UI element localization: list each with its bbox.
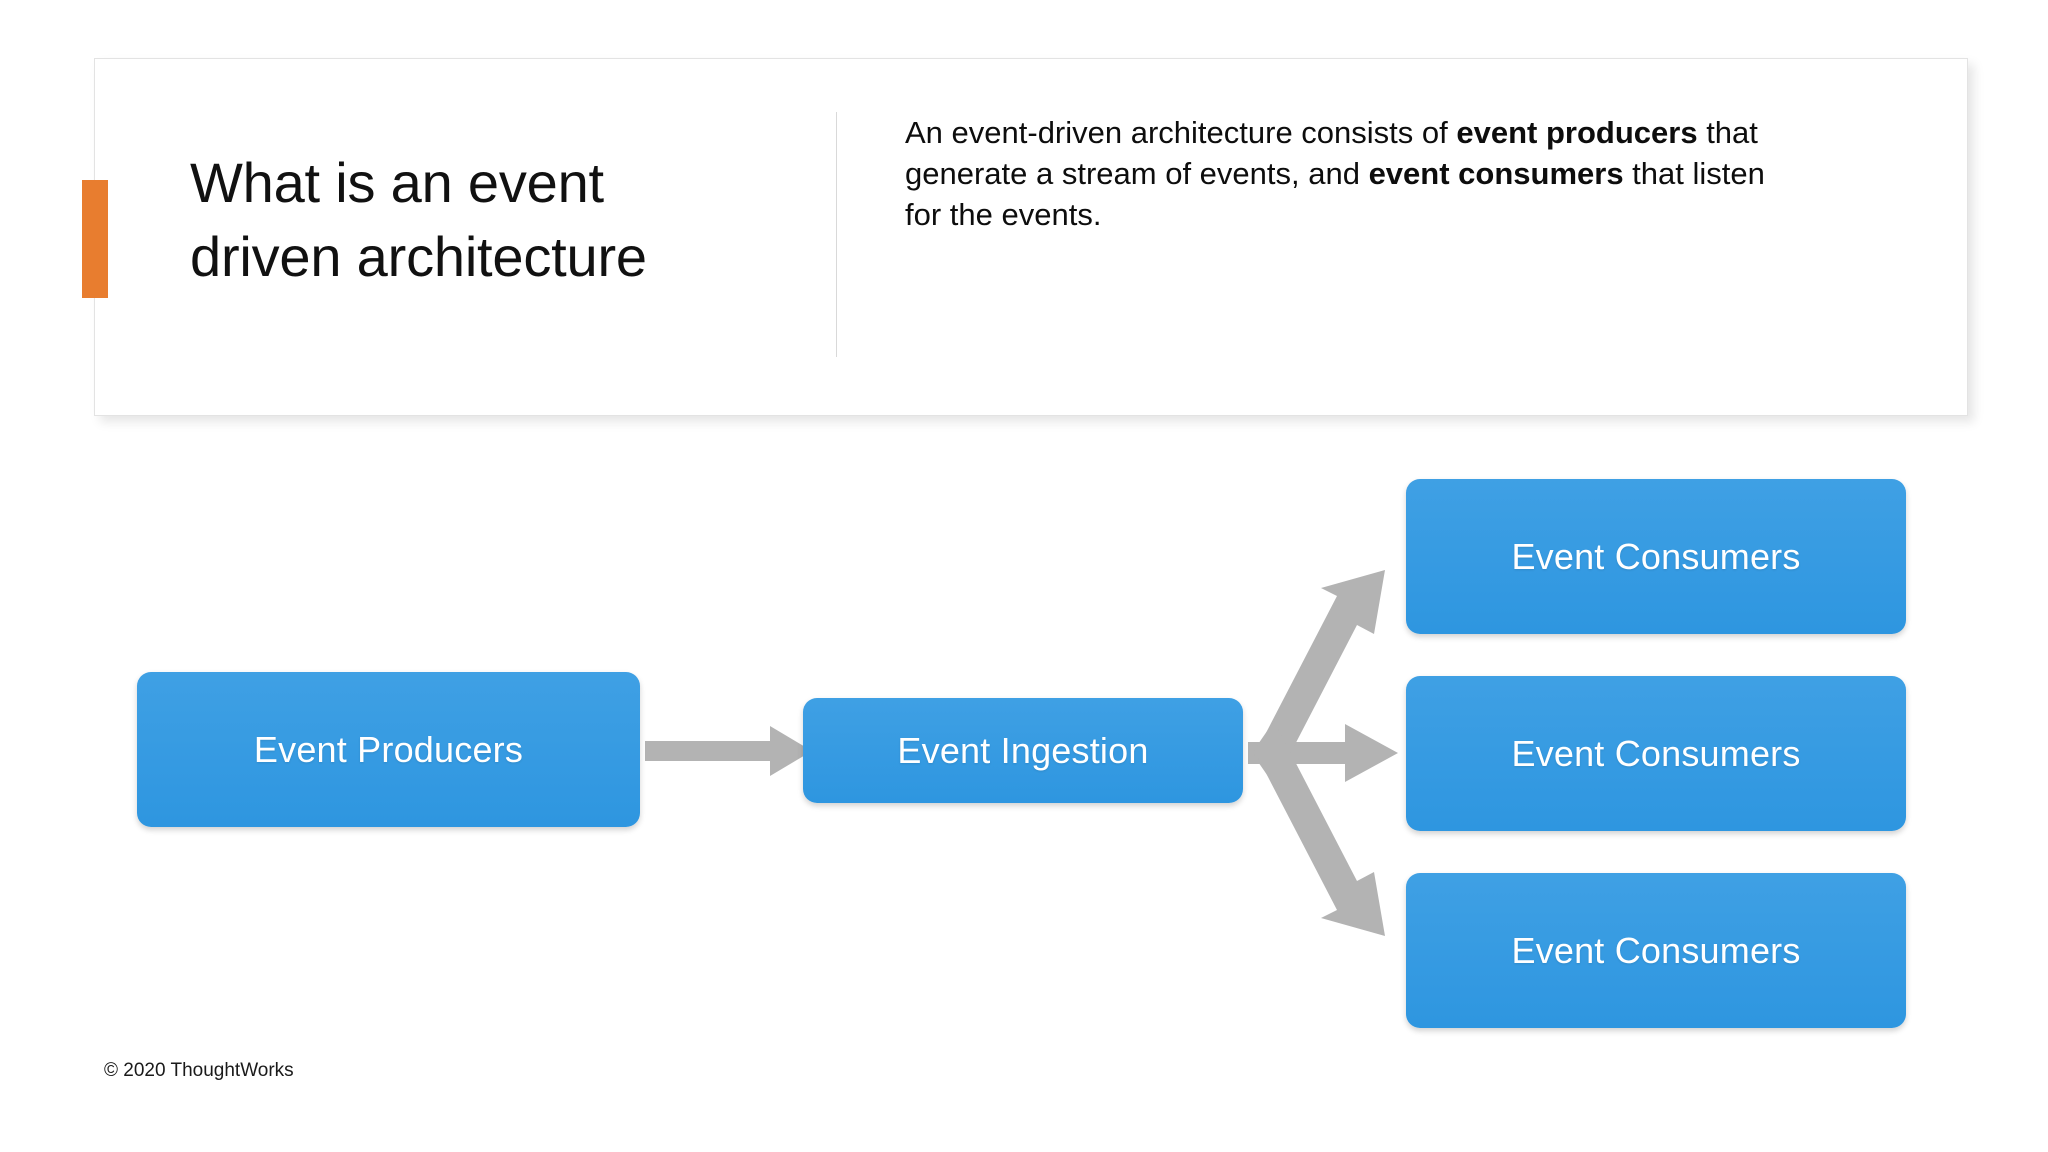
- arrow-ingestion-to-consumer-3: [1254, 721, 1385, 936]
- node-event-ingestion-label: Event Ingestion: [897, 729, 1149, 771]
- body-text-line-3: for the events.: [905, 197, 1102, 232]
- node-event-consumers-2[interactable]: Event Consumers: [1406, 676, 1906, 831]
- copyright-footer: © 2020 ThoughtWorks: [104, 1060, 294, 1081]
- body-text: An event-driven architecture consists of…: [905, 112, 1905, 235]
- node-event-consumers-2-label: Event Consumers: [1511, 732, 1801, 774]
- node-event-producers[interactable]: Event Producers: [137, 672, 640, 827]
- header-card: [94, 58, 1968, 416]
- node-event-ingestion[interactable]: Event Ingestion: [803, 698, 1243, 803]
- node-event-consumers-1[interactable]: Event Consumers: [1406, 479, 1906, 634]
- arrow-ingestion-to-consumer-1: [1254, 570, 1385, 785]
- body-text-line-2: generate a stream of events, and event c…: [905, 156, 1765, 191]
- vertical-divider: [836, 112, 837, 357]
- body-text-line-1: An event-driven architecture consists of…: [905, 115, 1758, 150]
- node-event-producers-label: Event Producers: [253, 728, 524, 770]
- arrow-producers-to-ingestion: [645, 726, 812, 776]
- architecture-diagram: Event Producers Event Ingestion Event Co…: [137, 479, 1906, 1028]
- accent-bar: [82, 180, 108, 298]
- node-event-consumers-3-label: Event Consumers: [1511, 929, 1801, 971]
- page-title-line-1: What is an event: [190, 151, 604, 214]
- page-title-line-2: driven architecture: [190, 225, 647, 288]
- page-title: What is an event driven architecture: [190, 146, 790, 294]
- node-event-consumers-3[interactable]: Event Consumers: [1406, 873, 1906, 1028]
- arrow-ingestion-to-consumer-2: [1248, 724, 1398, 782]
- node-event-consumers-1-label: Event Consumers: [1511, 535, 1801, 577]
